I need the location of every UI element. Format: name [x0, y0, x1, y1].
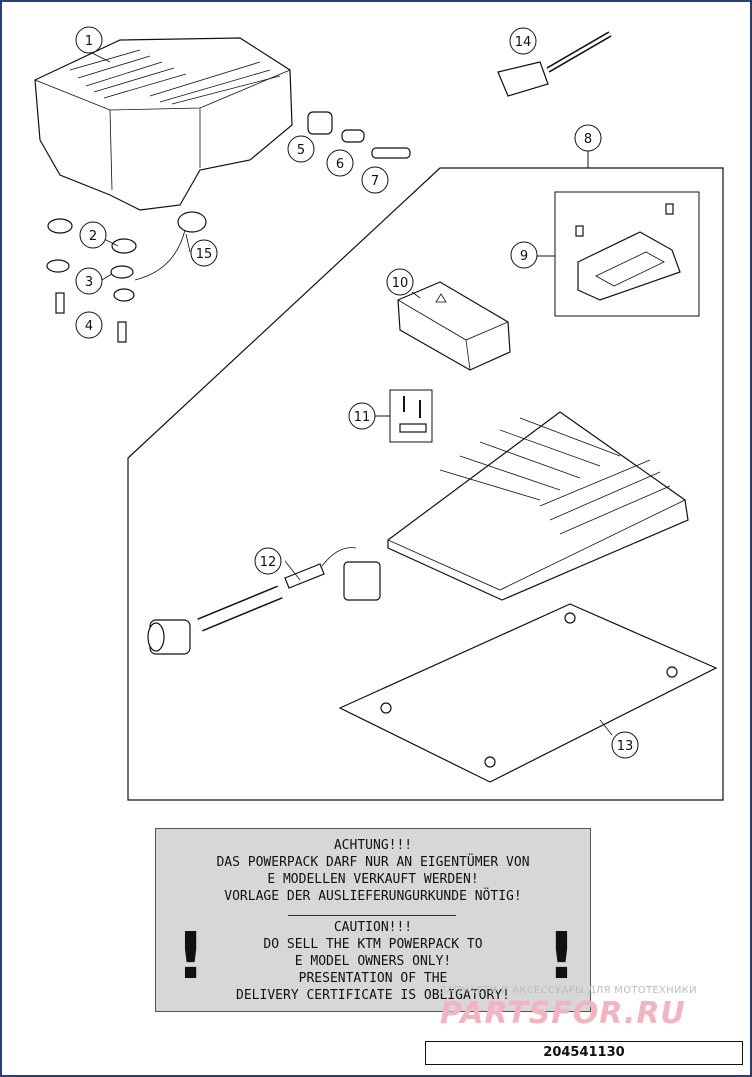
callout-8: 8 — [574, 124, 602, 152]
battery-housing — [34, 37, 293, 211]
callout-12-label: 12 — [260, 555, 277, 570]
warning-de-line: ACHTUNG!!! — [333, 838, 413, 853]
callout-6-label: 6 — [336, 157, 344, 172]
warning-en-line: CAUTION!!! — [333, 920, 413, 935]
watermark-tagline: ЗАПЧАСТИ И АКСЕССУАРЫ ДЛЯ МОТОТЕХНИКИ — [440, 985, 697, 996]
exclamation-icon-left: ! — [176, 920, 206, 994]
callout-2-label: 2 — [89, 229, 97, 244]
exclamation-icon-right: ! — [546, 920, 576, 994]
callout-10: 10 — [386, 268, 414, 296]
bracket-box-part-11 — [389, 389, 433, 443]
callout-15-label: 15 — [196, 247, 213, 262]
handle-part-9 — [575, 203, 681, 301]
callout-8-label: 8 — [584, 132, 592, 147]
callout-9-label: 9 — [520, 249, 528, 264]
callout-10-label: 10 — [392, 276, 409, 291]
callout-5-label: 5 — [297, 143, 305, 158]
warning-german: ACHTUNG!!! DAS POWERPACK DARF NUR AN EIG… — [156, 837, 590, 905]
warning-de-line: E MODELLEN VERKAUFT WERDEN! — [267, 872, 479, 887]
callout-13: 13 — [611, 731, 639, 759]
warning-en-line: PRESENTATION OF THE — [298, 971, 448, 986]
bushings-part-3 — [46, 259, 135, 302]
cover-part-10 — [397, 281, 511, 371]
cap-strap-part-15 — [134, 211, 207, 281]
warning-english: CAUTION!!! DO SELL THE KTM POWERPACK TO … — [156, 919, 590, 1004]
plate-fasteners — [380, 612, 678, 768]
callout-4-label: 4 — [85, 319, 93, 334]
fittings-parts-5-6-7 — [307, 111, 411, 159]
warning-de-line: DAS POWERPACK DARF NUR AN EIGENTÜMER VON — [216, 855, 530, 870]
warning-notice: ACHTUNG!!! DAS POWERPACK DARF NUR AN EIG… — [155, 828, 591, 1012]
bracket-part-11 — [399, 396, 427, 433]
callout-15: 15 — [190, 239, 218, 267]
callout-1-label: 1 — [85, 34, 93, 49]
callout-14-label: 14 — [515, 35, 532, 50]
callout-2: 2 — [79, 221, 107, 249]
warning-en-line: DELIVERY CERTIFICATE IS OBLIGATORY! — [236, 988, 510, 1003]
callout-1: 1 — [75, 26, 103, 54]
part-number: 204541130 — [425, 1041, 743, 1065]
warning-en-line: E MODEL OWNERS ONLY! — [294, 954, 452, 969]
warning-en-line: DO SELL THE KTM POWERPACK TO — [263, 937, 483, 952]
callout-9: 9 — [510, 241, 538, 269]
callout-7: 7 — [361, 166, 389, 194]
cable-harness-part-12 — [147, 547, 381, 655]
callout-13-label: 13 — [617, 739, 634, 754]
watermark-logo: PARTSFOR.RU — [440, 996, 686, 1031]
screws-part-4 — [55, 292, 127, 343]
charger-unit — [387, 411, 689, 601]
callout-4: 4 — [75, 311, 103, 339]
callout-3-label: 3 — [85, 275, 93, 290]
callout-7-label: 7 — [371, 174, 379, 189]
callout-3: 3 — [75, 267, 103, 295]
callout-14: 14 — [509, 27, 537, 55]
kit-outline — [127, 167, 724, 801]
callout-11-label: 11 — [354, 410, 371, 425]
grommets-part-2 — [47, 218, 137, 254]
callout-11: 11 — [348, 402, 376, 430]
warning-de-line: VORLAGE DER AUSLIEFERUNGURKUNDE NÖTIG! — [224, 889, 522, 904]
callout-6: 6 — [326, 149, 354, 177]
warning-divider — [288, 915, 456, 916]
power-plug-part-14 — [497, 31, 612, 97]
callout-12: 12 — [254, 547, 282, 575]
base-plate-part-13 — [338, 603, 718, 783]
callout-5: 5 — [287, 135, 315, 163]
